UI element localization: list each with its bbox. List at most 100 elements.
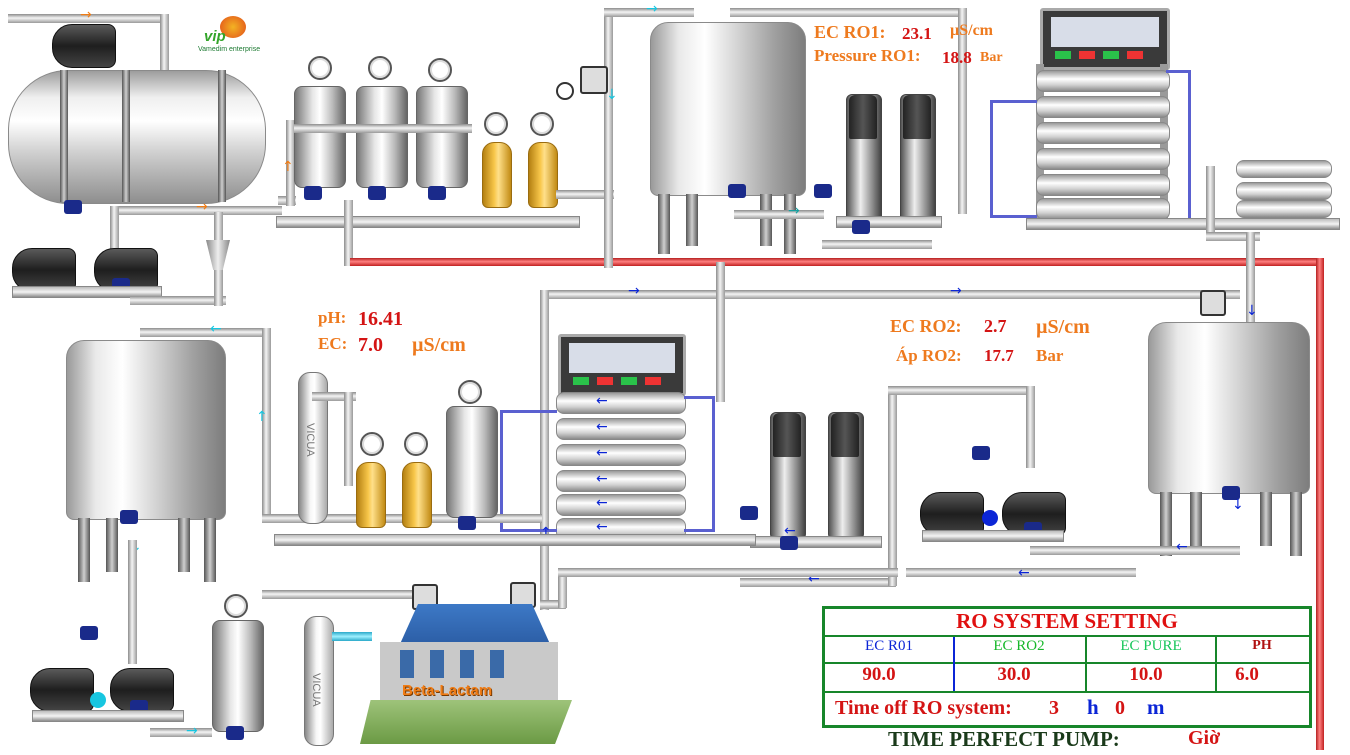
ph-setpoint[interactable]: 6.0 (1235, 664, 1259, 685)
time-off-label: Time off RO system: (835, 697, 1012, 719)
product-ec-value: 7.0 (358, 334, 383, 356)
tank-leg (1260, 492, 1272, 546)
ec-ro1-setpoint[interactable]: 90.0 (862, 664, 896, 685)
multimedia-filter-2 (356, 86, 408, 188)
tank-leg (106, 518, 118, 572)
fine-filter (446, 406, 498, 518)
ro1-buffer-tank (650, 22, 806, 196)
ro1-feed-pipe (604, 8, 613, 268)
tank-valve[interactable] (64, 200, 82, 214)
ro-system-setting-panel: RO SYSTEM SETTING EC R01 EC RO2 EC PURE … (822, 606, 1312, 728)
pressure-ro1-unit: Bar (980, 50, 1003, 65)
tank-leg (1190, 492, 1202, 546)
ro2-membrane (556, 470, 686, 492)
pump-valve[interactable] (740, 506, 758, 520)
control-valve-icon[interactable] (1200, 290, 1226, 316)
cartridge-filter-3 (356, 462, 386, 528)
flow-arrow: ↓ (1232, 497, 1244, 513)
ec-pure-setpoint[interactable]: 10.0 (1129, 664, 1163, 685)
table-divider (1215, 637, 1217, 691)
filter-riser-pipe (286, 120, 295, 206)
ap-ro2-unit: Bar (1036, 346, 1064, 365)
time-off-hours[interactable]: 3 (1049, 697, 1059, 719)
ro2-manifold (500, 410, 557, 532)
distribution-pipe (558, 568, 567, 608)
ro2-pump-return (906, 568, 1136, 577)
tank-outlet-valve[interactable] (1222, 486, 1240, 500)
flow-arrow: → (788, 203, 800, 219)
flow-arrow: ← (1018, 565, 1030, 581)
pump-indicator (982, 510, 998, 526)
ro1-membrane (1036, 148, 1170, 170)
drain-line-vertical (1316, 258, 1324, 750)
filter-valve[interactable] (304, 186, 322, 200)
distribution-out-pipe (150, 728, 212, 737)
pressure-gauge-icon (530, 112, 554, 136)
ro2-control-panel[interactable] (558, 334, 686, 396)
drain-line (350, 258, 1324, 266)
distribution-pipe (540, 600, 566, 609)
ro2-high-pressure-pump-2[interactable] (828, 412, 864, 540)
ro2-feed-header (540, 290, 1240, 299)
feed-pump[interactable] (52, 24, 116, 68)
flow-arrow: ← (596, 419, 608, 435)
tank-leg (760, 194, 772, 246)
final-filter (212, 620, 264, 732)
filter-valve[interactable] (226, 726, 244, 740)
ro1-high-pressure-pump-1[interactable] (846, 94, 882, 222)
ro2-membrane (556, 444, 686, 466)
rack-column (1036, 64, 1044, 224)
ec-ro2-setpoint[interactable]: 30.0 (997, 664, 1031, 685)
pressure-gauge-icon (458, 380, 482, 404)
rack-column (1160, 64, 1168, 224)
flow-arrow: ← (596, 471, 608, 487)
time-off-minutes[interactable]: 0 (1115, 697, 1125, 719)
flow-arrow: ← (596, 445, 608, 461)
ro2-loop-pipe (1026, 386, 1035, 468)
pump-valve[interactable] (780, 536, 798, 550)
flow-arrow: ← (596, 519, 608, 535)
flow-arrow: → (196, 199, 208, 215)
tank-outlet-valve[interactable] (728, 184, 746, 198)
ec-ro1-label: EC RO1: (814, 22, 886, 42)
building-window (490, 650, 504, 678)
distribution-pipe (262, 590, 432, 599)
filter-valve[interactable] (458, 516, 476, 530)
flow-arrow: → (80, 7, 92, 23)
header-ec-ro1: EC R01 (865, 638, 913, 654)
pump-valve[interactable] (814, 184, 832, 198)
ro2-high-pressure-pump-1[interactable] (770, 412, 806, 540)
logo-mark: vip (204, 28, 226, 45)
ro1-control-panel[interactable] (1040, 8, 1170, 70)
filter-valve[interactable] (368, 186, 386, 200)
pump-valve[interactable] (852, 220, 870, 234)
distribution-pump-a[interactable] (30, 668, 94, 712)
pump-skid (750, 536, 882, 548)
control-valve-icon[interactable] (580, 66, 608, 94)
tank-outlet-valve[interactable] (120, 510, 138, 524)
ro2-manifold (684, 396, 715, 532)
filter-valve[interactable] (428, 186, 446, 200)
minute-unit: m (1147, 695, 1165, 719)
flow-arrow: → (646, 1, 658, 17)
ro2-membrane (556, 392, 686, 414)
raw-water-down-pipe (160, 14, 169, 94)
table-divider (1085, 637, 1087, 691)
polishing-membrane (1236, 160, 1332, 178)
ro1-high-pressure-pump-2[interactable] (900, 94, 936, 222)
ro1-membrane (1036, 174, 1170, 196)
filter-header-pipe (294, 124, 472, 133)
ro1-permeate-pipe (1206, 232, 1260, 241)
pump-valve[interactable] (80, 626, 98, 640)
pump-valve[interactable] (972, 446, 990, 460)
ro-skid (1026, 218, 1340, 230)
ro2-booster-pump-a[interactable] (920, 492, 984, 536)
logo-icon (220, 16, 246, 38)
tank-leg (78, 518, 90, 582)
distribution-down-pipe (128, 540, 137, 664)
pure-water-tank (66, 340, 226, 520)
handwheel-icon[interactable] (556, 82, 574, 100)
pump-indicator (90, 692, 106, 708)
booster-pump-a[interactable] (12, 248, 76, 292)
product-ec-unit: µS/cm (412, 334, 466, 356)
